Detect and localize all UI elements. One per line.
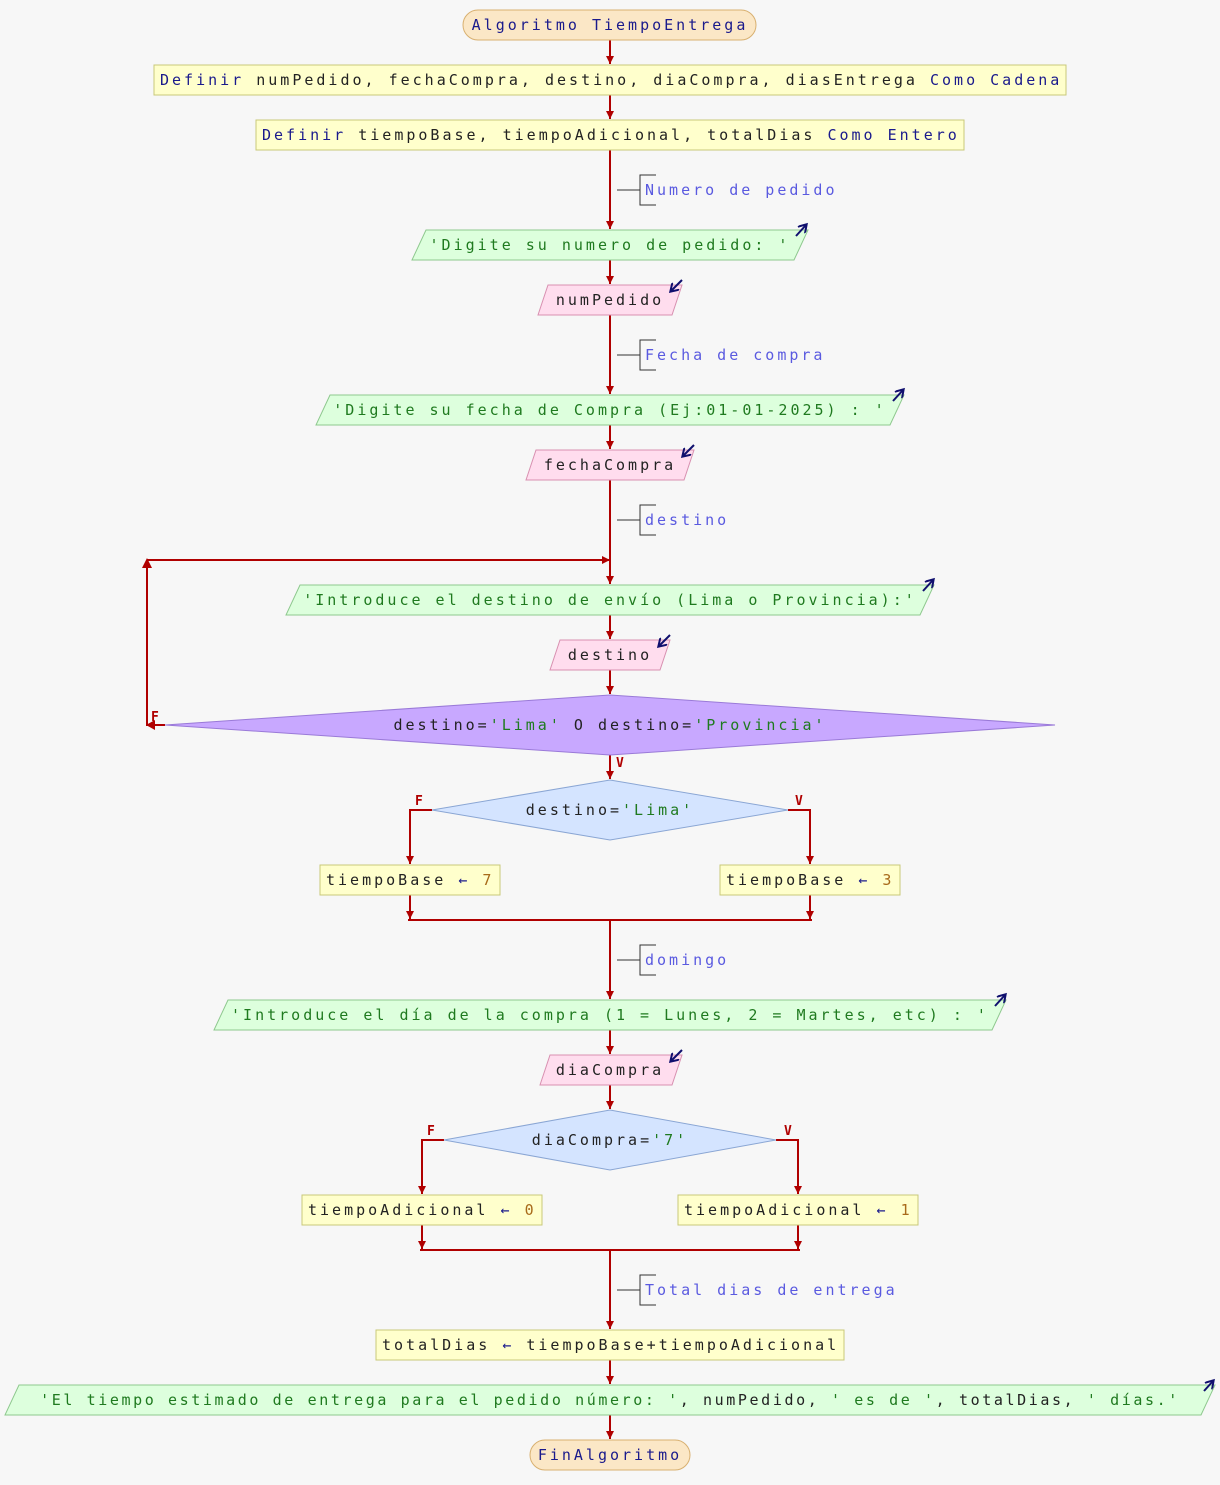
input-arrow-icon bbox=[671, 279, 683, 291]
output-arrow-icon bbox=[892, 390, 903, 402]
decision-lima[interactable]: destino='Lima' F V bbox=[415, 779, 803, 841]
input-destino-text: destino bbox=[568, 646, 652, 664]
comment-domingo: domingo bbox=[617, 944, 729, 976]
define-strings-text: Definir numPedido, fechaCompra, destino,… bbox=[160, 71, 1062, 89]
loop-false-label: F bbox=[151, 710, 159, 725]
output-pedido-text: 'Digite su numero de pedido: ' bbox=[430, 236, 791, 254]
assign-totaldias[interactable]: totalDias ← tiempoBase+tiempoAdicional bbox=[375, 1329, 845, 1361]
end-label: FinAlgoritmo bbox=[538, 1446, 682, 1464]
start-terminal[interactable]: Algoritmo TiempoEntrega bbox=[462, 9, 757, 41]
output-destino[interactable]: 'Introduce el destino de envío (Lima o P… bbox=[285, 580, 934, 616]
comment-fecha-compra: Fecha de compra bbox=[617, 339, 825, 371]
comment-numero-pedido-text: Numero de pedido bbox=[645, 181, 838, 199]
assign-tiempoadicional-1[interactable]: tiempoAdicional ← 1 bbox=[677, 1194, 919, 1226]
lima-true-label: V bbox=[795, 794, 803, 809]
assign-totaldias-text: totalDias ← tiempoBase+tiempoAdicional bbox=[382, 1336, 839, 1354]
output-arrow-icon bbox=[994, 995, 1005, 1007]
output-pedido[interactable]: 'Digite su numero de pedido: ' bbox=[411, 225, 809, 261]
decision-dia[interactable]: diaCompra='7' F V bbox=[427, 1109, 792, 1171]
start-label: Algoritmo TiempoEntrega bbox=[472, 16, 749, 34]
dia-false-label: F bbox=[427, 1124, 435, 1139]
loop-true-label: V bbox=[616, 756, 624, 771]
assign-tiempobase-3-text: tiempoBase ← 3 bbox=[726, 871, 894, 889]
output-dia-text: 'Introduce el día de la compra (1 = Lune… bbox=[231, 1006, 989, 1024]
assign-tiempoadicional-0-text: tiempoAdicional ← 0 bbox=[308, 1201, 537, 1219]
output-arrow-icon bbox=[922, 580, 933, 592]
assign-tiempoadicional-0[interactable]: tiempoAdicional ← 0 bbox=[301, 1194, 543, 1226]
output-fecha[interactable]: 'Digite su fecha de Compra (Ej:01-01-202… bbox=[315, 390, 904, 426]
input-fechacompra-text: fechaCompra bbox=[544, 456, 676, 474]
output-final[interactable]: 'El tiempo estimado de entrega para el p… bbox=[4, 1381, 1216, 1416]
comment-domingo-text: domingo bbox=[645, 951, 729, 969]
input-fechacompra[interactable]: fechaCompra bbox=[525, 444, 695, 481]
input-numpedido-text: numPedido bbox=[556, 291, 664, 309]
input-diacompra[interactable]: diaCompra bbox=[539, 1049, 683, 1086]
comment-total-dias: Total dias de entrega bbox=[617, 1274, 898, 1306]
comment-fecha-compra-text: Fecha de compra bbox=[645, 346, 825, 364]
comment-total-dias-text: Total dias de entrega bbox=[645, 1281, 898, 1299]
input-arrow-icon bbox=[659, 634, 671, 646]
input-diacompra-text: diaCompra bbox=[556, 1061, 664, 1079]
input-arrow-icon bbox=[683, 444, 695, 456]
end-terminal[interactable]: FinAlgoritmo bbox=[529, 1439, 691, 1471]
output-arrow-icon bbox=[1203, 1381, 1213, 1392]
input-numpedido[interactable]: numPedido bbox=[537, 279, 683, 316]
output-final-text: 'El tiempo estimado de entrega para el p… bbox=[40, 1391, 1180, 1409]
comment-numero-pedido: Numero de pedido bbox=[617, 174, 838, 206]
output-fecha-text: 'Digite su fecha de Compra (Ej:01-01-202… bbox=[333, 401, 886, 419]
output-arrow-icon bbox=[795, 225, 806, 237]
input-destino[interactable]: destino bbox=[549, 634, 671, 671]
flow-lines bbox=[142, 40, 814, 1439]
comment-destino: destino bbox=[617, 504, 729, 536]
assign-tiempobase-3[interactable]: tiempoBase ← 3 bbox=[719, 864, 901, 896]
assign-tiempoadicional-1-text: tiempoAdicional ← 1 bbox=[684, 1201, 913, 1219]
lima-false-label: F bbox=[415, 794, 423, 809]
define-strings-block[interactable]: Definir numPedido, fechaCompra, destino,… bbox=[153, 64, 1067, 96]
define-ints-text: Definir tiempoBase, tiempoAdicional, tot… bbox=[262, 126, 960, 144]
dia-true-label: V bbox=[784, 1124, 792, 1139]
comment-destino-text: destino bbox=[645, 511, 729, 529]
output-dia[interactable]: 'Introduce el día de la compra (1 = Lune… bbox=[213, 995, 1006, 1031]
input-arrow-icon bbox=[671, 1049, 683, 1061]
loop-decision-text: destino='Lima' O destino='Provincia' bbox=[393, 716, 826, 734]
loop-decision[interactable]: destino='Lima' O destino='Provincia' F V bbox=[151, 694, 1056, 771]
output-destino-text: 'Introduce el destino de envío (Lima o P… bbox=[303, 591, 917, 609]
decision-dia-text: diaCompra='7' bbox=[532, 1131, 688, 1149]
decision-lima-text: destino='Lima' bbox=[526, 801, 694, 819]
assign-tiempobase-7[interactable]: tiempoBase ← 7 bbox=[319, 864, 501, 896]
assign-tiempobase-7-text: tiempoBase ← 7 bbox=[326, 871, 494, 889]
define-ints-block[interactable]: Definir tiempoBase, tiempoAdicional, tot… bbox=[255, 119, 965, 151]
